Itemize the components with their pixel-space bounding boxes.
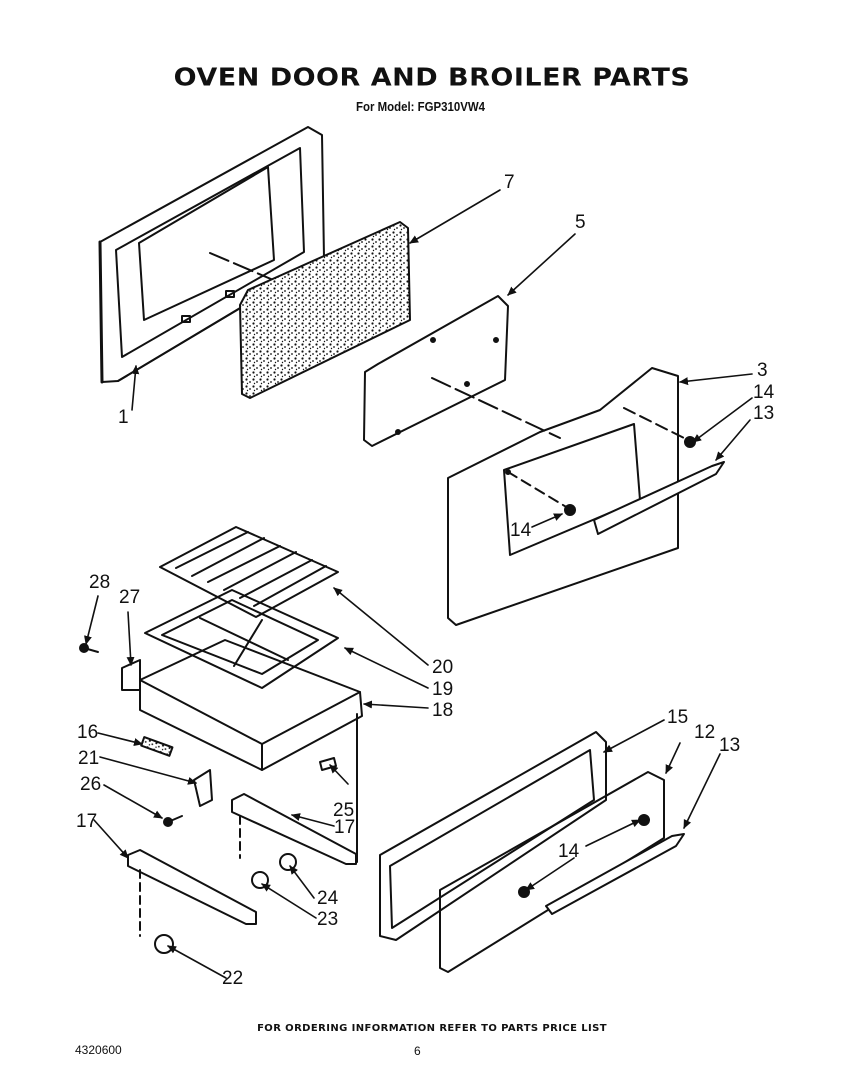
callout-20: 20: [432, 657, 454, 678]
window-glass: [363, 295, 561, 447]
callout-1: 1: [118, 407, 129, 428]
callout-21: 21: [78, 748, 100, 769]
callout-17-right: 17: [334, 817, 356, 838]
callout-26: 26: [80, 774, 102, 795]
drawer-front-frame: [379, 731, 607, 941]
callout-28: 28: [89, 572, 111, 593]
ordering-note: FOR ORDERING INFORMATION REFER TO PARTS …: [257, 1023, 607, 1034]
part-number: 4320600: [75, 1043, 122, 1057]
callout-25: 25: [333, 800, 355, 821]
callout-24: 24: [317, 888, 339, 909]
callout-14-drawer: 14: [558, 841, 580, 862]
callout-17-left: 17: [76, 811, 98, 832]
callout-23: 23: [317, 909, 339, 930]
callout-12: 12: [694, 722, 716, 743]
drawer-front-panel: [439, 771, 685, 973]
callout-14: 14: [753, 382, 775, 403]
callout-14-door: 14: [510, 520, 532, 541]
page-title: OVEN DOOR AND BROILER PARTS: [173, 63, 691, 92]
callout-27: 27: [119, 587, 141, 608]
callout-15: 15: [667, 707, 689, 728]
drawer-slides-rollers: [127, 793, 357, 954]
broiler-hardware: [79, 643, 337, 827]
callout-19: 19: [432, 679, 454, 700]
broiler-drawer-assembly: [121, 526, 363, 863]
callout-5: 5: [575, 212, 586, 233]
callout-13: 13: [753, 403, 775, 424]
callout-13-drawer: 13: [719, 735, 741, 756]
callout-18: 18: [432, 700, 454, 721]
callout-22: 22: [222, 968, 244, 989]
outer-oven-door: [447, 367, 725, 626]
callout-arrows: [84, 189, 753, 979]
insulation-pad: [239, 221, 411, 399]
callout-16: 16: [77, 722, 99, 743]
callout-3: 3: [757, 360, 768, 381]
model-subtitle: For Model: FGP310VW4: [356, 99, 486, 114]
page-number: 6: [414, 1044, 421, 1058]
callout-7: 7: [504, 172, 515, 193]
